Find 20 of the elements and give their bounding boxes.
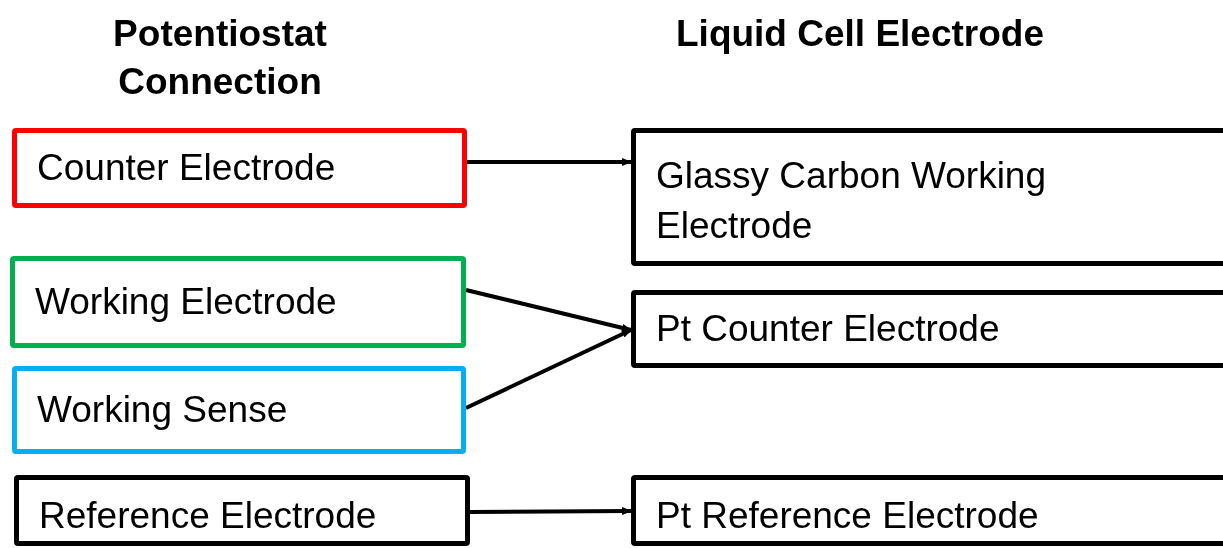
electrode-label: Reference Electrode bbox=[39, 494, 377, 539]
electrode-box bbox=[631, 475, 1223, 546]
electrode-box bbox=[12, 128, 467, 208]
electrode-box bbox=[14, 475, 470, 546]
electrode-label: Working Electrode bbox=[35, 280, 337, 325]
arrow bbox=[465, 328, 632, 410]
arrow bbox=[467, 158, 632, 166]
electrode-box bbox=[12, 366, 466, 454]
electrode-label: Counter Electrode bbox=[37, 146, 336, 191]
electrode-box bbox=[631, 128, 1223, 266]
column-heading: Potentiostat Connection bbox=[112, 12, 328, 105]
electrode-label: Working Sense bbox=[37, 388, 288, 433]
electrode-label: Pt Reference Electrode bbox=[656, 494, 1039, 539]
electrode-label: Glassy Carbon Working Electrode bbox=[656, 154, 1048, 248]
electrode-label: Pt Counter Electrode bbox=[656, 307, 1000, 352]
arrow bbox=[470, 507, 632, 516]
electrode-box bbox=[10, 256, 466, 348]
electrode-box bbox=[631, 290, 1223, 368]
arrow bbox=[465, 288, 632, 332]
column-heading: Liquid Cell Electrode bbox=[675, 12, 1045, 56]
